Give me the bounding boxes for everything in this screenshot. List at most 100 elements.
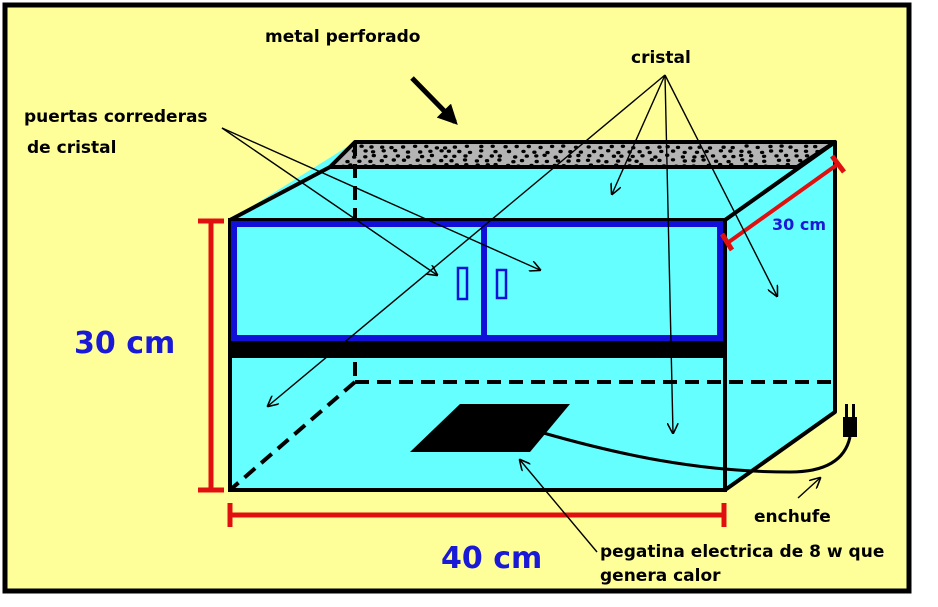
mesh-dot xyxy=(462,158,468,162)
mesh-dot xyxy=(755,145,760,150)
mesh-dot xyxy=(443,154,448,159)
mesh-dot xyxy=(363,155,368,159)
label-enchufe: enchufe xyxy=(754,507,831,527)
mesh-dot xyxy=(813,144,818,149)
mesh-dot xyxy=(442,146,448,150)
mesh-dot xyxy=(521,149,526,154)
mesh-dot xyxy=(707,146,713,150)
mesh-dot xyxy=(659,149,664,154)
mesh-dot xyxy=(645,146,650,150)
mesh-dot xyxy=(566,159,571,163)
sliding-door-right xyxy=(481,221,723,341)
label-heater-line1: pegatina electrica de 8 w que xyxy=(600,542,884,562)
mesh-dot xyxy=(721,145,726,149)
mesh-dot xyxy=(371,153,376,158)
mesh-dot xyxy=(415,158,420,162)
mesh-dot xyxy=(653,155,658,159)
label-depth: 30 cm xyxy=(772,215,826,234)
mesh-dot xyxy=(489,154,494,158)
mesh-dot xyxy=(412,144,418,148)
glass-arrow-1 xyxy=(268,74,666,406)
mesh-dot xyxy=(738,153,744,158)
mesh-dot xyxy=(611,154,617,158)
mesh-dot xyxy=(704,149,709,154)
mesh-dot xyxy=(647,150,652,155)
mesh-dot xyxy=(429,153,435,158)
mesh-dot xyxy=(722,154,727,159)
mesh-dot xyxy=(726,159,731,164)
mesh-dot xyxy=(768,144,773,149)
mesh-dot xyxy=(532,150,537,154)
mesh-dot xyxy=(363,149,368,153)
door-handle-right xyxy=(495,268,508,300)
mesh-dot xyxy=(534,159,539,164)
mesh-dot xyxy=(493,149,498,154)
mesh-dot xyxy=(596,159,601,163)
mesh-dot xyxy=(345,159,350,164)
mesh-dot xyxy=(452,154,457,158)
label-width: 40 cm xyxy=(441,541,542,576)
mesh-dot xyxy=(604,160,609,164)
label-height: 30 cm xyxy=(74,326,175,361)
mesh-dot xyxy=(405,155,411,159)
sliding-door-left xyxy=(231,221,487,341)
mesh-dot xyxy=(381,149,386,153)
mesh-dot xyxy=(578,150,584,154)
plug-arrow xyxy=(797,478,820,499)
mesh-dot xyxy=(561,144,566,148)
mesh-dot xyxy=(478,154,483,158)
doors-arrow-2 xyxy=(221,127,540,270)
mesh-dot xyxy=(599,153,604,158)
plug-icon xyxy=(843,417,857,437)
mesh-dot xyxy=(514,144,519,149)
mesh-dot xyxy=(439,158,444,163)
mesh-dot xyxy=(778,149,784,153)
mesh-dot xyxy=(479,144,484,149)
door-rail-bar xyxy=(230,341,725,358)
mesh-dot xyxy=(534,154,539,158)
mesh-dot xyxy=(542,153,547,157)
heating-pad xyxy=(410,404,570,452)
mesh-dot xyxy=(545,150,550,155)
doors-arrow-1 xyxy=(221,127,437,275)
mesh-dot xyxy=(803,149,809,153)
mesh-dot xyxy=(793,149,799,153)
glass-arrow-4 xyxy=(664,74,777,296)
mesh-dot xyxy=(558,149,563,154)
mesh-dot xyxy=(395,154,401,158)
mesh-dot xyxy=(620,144,626,148)
mesh-dot xyxy=(743,162,749,167)
mesh-dot xyxy=(779,144,784,148)
mesh-dot xyxy=(352,155,357,159)
mesh-dot xyxy=(479,149,484,153)
label-doors-line1: puertas correderas xyxy=(24,107,208,127)
label-metal-perforado: metal perforado xyxy=(265,27,420,47)
mesh-dot xyxy=(418,150,423,154)
mesh-dot xyxy=(484,159,490,163)
heater-arrow xyxy=(520,460,598,553)
mesh-dot xyxy=(747,150,752,154)
mesh-dot xyxy=(794,154,799,158)
mesh-dot xyxy=(503,145,508,149)
mesh-dot xyxy=(730,145,735,150)
mesh-dot xyxy=(519,158,525,163)
mesh-dot xyxy=(405,150,411,154)
mesh-dot xyxy=(700,154,705,159)
mesh-dot xyxy=(587,154,592,158)
mesh-dot xyxy=(497,154,502,158)
mesh-dot xyxy=(680,155,686,159)
mesh-dot xyxy=(446,149,452,153)
mesh-dot xyxy=(639,162,644,167)
mesh-dot xyxy=(728,149,733,153)
mesh-dot xyxy=(739,149,744,153)
mesh-dot xyxy=(555,159,561,163)
mesh-dot xyxy=(467,150,473,155)
mesh-dot xyxy=(426,159,431,163)
mesh-dot xyxy=(493,162,498,167)
mesh-dot xyxy=(497,158,502,162)
mesh-dot xyxy=(783,153,789,158)
hidden-edge-floor xyxy=(228,380,357,492)
mesh-dot xyxy=(682,159,687,163)
